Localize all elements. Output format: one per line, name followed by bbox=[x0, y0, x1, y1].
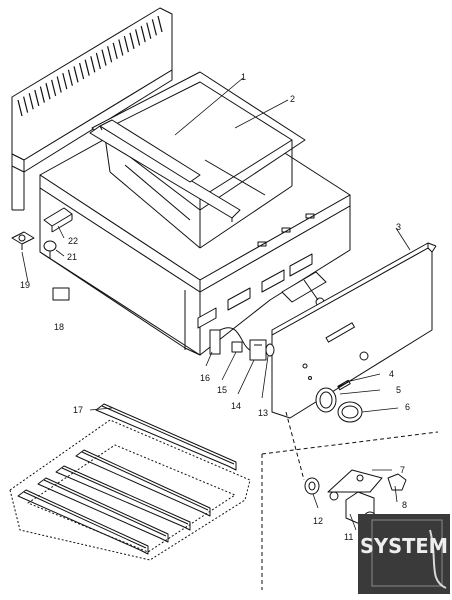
vent-slot bbox=[95, 52, 101, 70]
vent-slot bbox=[123, 36, 129, 53]
rack-support-frame bbox=[17, 489, 149, 555]
callout-3: 3 bbox=[396, 222, 401, 232]
cover-bar bbox=[89, 119, 241, 222]
electrical-components bbox=[209, 327, 275, 361]
rack-support-rail bbox=[81, 451, 209, 511]
vent-slot bbox=[151, 19, 157, 36]
control-openings bbox=[197, 253, 313, 329]
callout-18: 18 bbox=[54, 322, 64, 332]
callout-6: 6 bbox=[405, 402, 410, 412]
rack-supports bbox=[17, 403, 237, 555]
watermark-text: SYSTEM bbox=[360, 534, 448, 558]
vent-slot bbox=[84, 59, 90, 76]
rack-support-frame bbox=[37, 477, 169, 543]
callout-1: 1 bbox=[241, 72, 246, 82]
callout-17: 17 bbox=[73, 405, 83, 415]
rack-support-rail bbox=[43, 479, 167, 537]
front-control-panel bbox=[271, 242, 437, 419]
rack-support-frame bbox=[95, 403, 237, 471]
callout-leaders bbox=[21, 77, 411, 549]
back-splash-panel bbox=[11, 7, 173, 211]
callout-14: 14 bbox=[231, 401, 241, 411]
vent-slot bbox=[73, 66, 79, 83]
vent-slot bbox=[146, 22, 152, 39]
watermark-logo: SYSTEM bbox=[358, 514, 450, 594]
rack-support-rail bbox=[61, 467, 189, 525]
dashed-connector bbox=[261, 411, 439, 590]
rack-support-frame bbox=[55, 465, 191, 531]
rack-support-rail bbox=[23, 491, 147, 549]
base-outline bbox=[9, 419, 251, 561]
vent-slot bbox=[90, 56, 96, 73]
spare-cap bbox=[52, 287, 70, 301]
vent-slot bbox=[140, 25, 146, 43]
knob-bezel-ring bbox=[337, 401, 363, 423]
callout-16: 16 bbox=[200, 373, 210, 383]
vent-slot bbox=[101, 49, 107, 66]
vent-slot bbox=[28, 93, 34, 110]
terminal-block bbox=[43, 207, 73, 233]
vent-slot bbox=[62, 72, 68, 90]
vent-slot bbox=[157, 15, 163, 33]
callout-labels: 1 2 3 4 5 6 7 8 9 10 11 12 13 14 15 16 1… bbox=[20, 72, 410, 568]
vent-slot bbox=[79, 62, 85, 80]
callout-15: 15 bbox=[217, 385, 227, 395]
vent-slot bbox=[107, 46, 113, 63]
callout-11: 11 bbox=[344, 532, 353, 542]
vent-slot bbox=[23, 96, 29, 113]
callout-21: 21 bbox=[67, 252, 77, 262]
vent-slot bbox=[112, 42, 118, 60]
callout-22: 22 bbox=[68, 236, 78, 246]
vent-slot bbox=[135, 29, 141, 46]
vent-slot bbox=[118, 39, 124, 56]
callout-4: 4 bbox=[389, 369, 394, 379]
thermostat-valve-group bbox=[281, 271, 327, 307]
callout-5: 5 bbox=[396, 385, 401, 395]
vent-slot bbox=[39, 86, 45, 103]
burner-outlets bbox=[257, 213, 315, 247]
vent-slot bbox=[45, 83, 51, 100]
vent-slot bbox=[17, 99, 23, 117]
control-knob bbox=[315, 379, 353, 413]
callout-19: 19 bbox=[20, 280, 30, 290]
callout-12: 12 bbox=[313, 516, 323, 526]
watermark-block bbox=[358, 514, 450, 594]
callout-8: 8 bbox=[402, 500, 407, 510]
vent-slot bbox=[56, 76, 62, 93]
pilot-fitting bbox=[43, 240, 57, 258]
vent-slot bbox=[129, 32, 135, 49]
callout-2: 2 bbox=[290, 94, 295, 104]
callout-13: 13 bbox=[258, 408, 268, 418]
callout-7: 7 bbox=[400, 465, 405, 475]
back-splash-vent-slots bbox=[17, 15, 163, 117]
vent-slot bbox=[51, 79, 57, 96]
igniter-part bbox=[11, 231, 35, 250]
rack-support-rail bbox=[101, 405, 235, 465]
vent-slot bbox=[34, 89, 40, 107]
vent-slot bbox=[67, 69, 73, 86]
